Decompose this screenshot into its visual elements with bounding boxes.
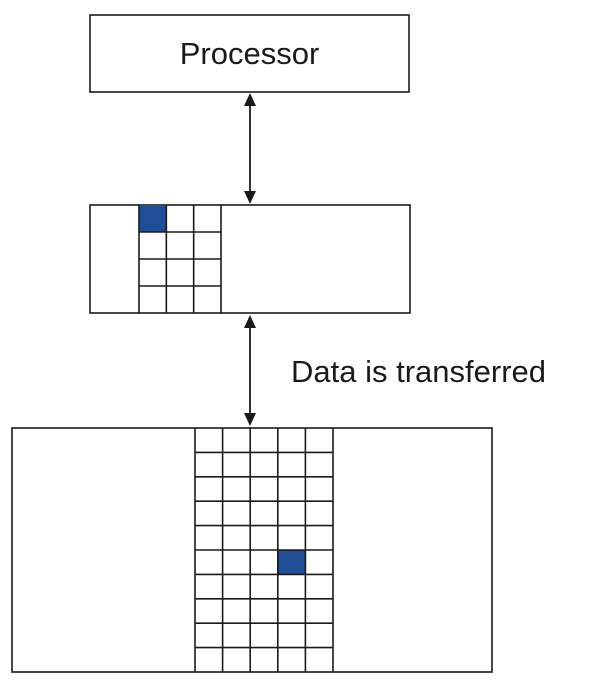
processor-cache-arrow-head-up xyxy=(244,93,256,106)
memory-node xyxy=(11,427,493,673)
processor-box xyxy=(89,14,410,93)
cache-highlighted-block xyxy=(139,205,167,232)
cache-node xyxy=(89,204,411,314)
cache-box xyxy=(89,204,411,314)
cache-memory-arrow-head-down xyxy=(244,413,256,426)
processor-cache-arrow-head-down xyxy=(244,191,256,204)
cache-memory-arrow-head-up xyxy=(244,315,256,328)
processor-node: Processor xyxy=(89,14,410,93)
cache-block-grid xyxy=(138,205,222,313)
transfer-label: Data is transferred xyxy=(291,354,546,389)
memory-highlighted-block xyxy=(277,550,306,575)
processor-label: Processor xyxy=(180,36,320,71)
cache-memory-arrow xyxy=(244,315,256,426)
memory-block-grid xyxy=(194,428,334,672)
processor-cache-arrow xyxy=(244,93,256,204)
